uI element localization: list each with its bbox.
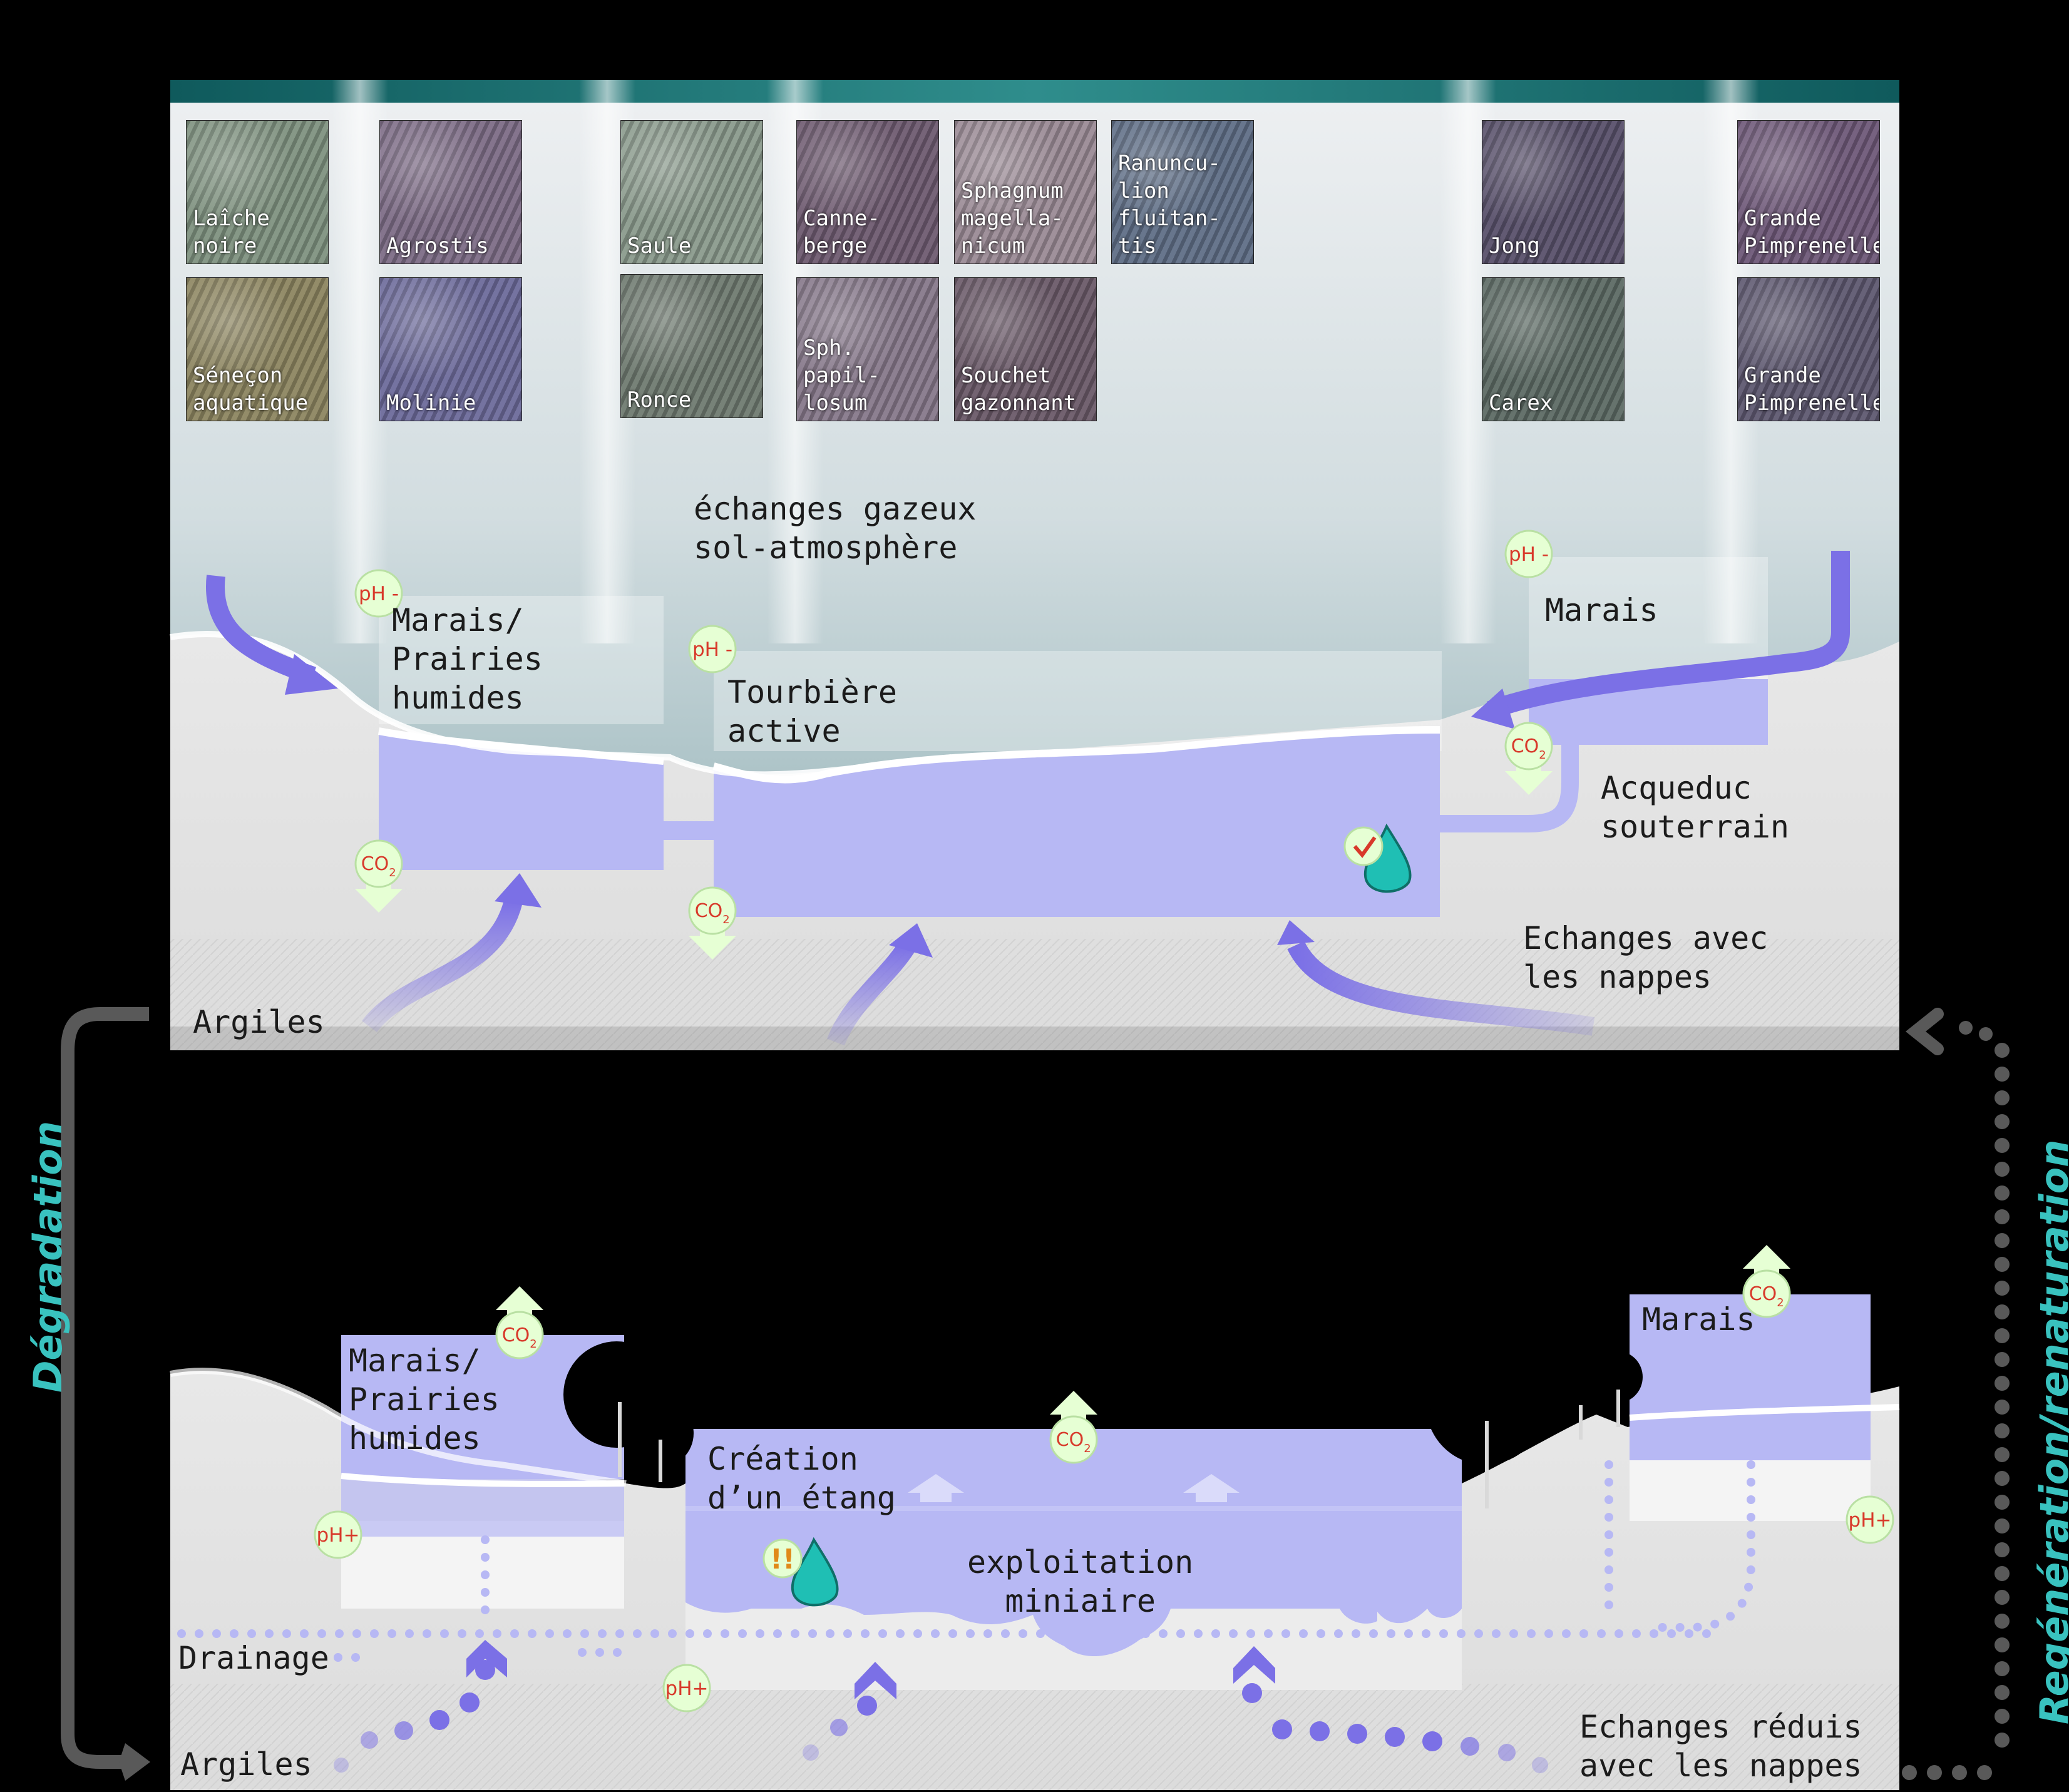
- gas-exchange-label: échanges gazeux sol-atmosphère: [694, 491, 977, 566]
- marsh-right-label-degraded: Marais: [1642, 1301, 1755, 1338]
- drainage-label: Drainage: [178, 1640, 329, 1676]
- healthy-water-icon: [1343, 823, 1412, 893]
- drainage-lines: [177, 1460, 1755, 1662]
- plant-name: Laîche noire: [193, 206, 270, 259]
- co2-text: CO: [361, 853, 389, 875]
- trees: [563, 1341, 1643, 1508]
- marsh-right-label: Marais: [1545, 592, 1658, 628]
- pond-mining-water: [685, 1429, 1462, 1657]
- plant-name: Ronce: [627, 387, 692, 412]
- plant-name: Grande Pimprenelle: [1744, 363, 1880, 416]
- clay-label: Argiles: [193, 1004, 325, 1040]
- ph-text: pH+: [317, 1524, 360, 1547]
- co2-subscript: 2: [1777, 1296, 1784, 1309]
- plant-photo: Carex: [1482, 277, 1625, 421]
- runoff-arrow-left: [206, 575, 316, 685]
- degradation-arrow: [61, 1007, 150, 1781]
- groundwater-label-degraded: Echanges réduis avec les nappes: [1579, 1709, 1862, 1784]
- ph-text: pH -: [359, 583, 399, 605]
- aqueduct-pipe: [1440, 745, 1579, 832]
- co2-text: CO: [1749, 1283, 1777, 1305]
- water-peat-bog: [714, 732, 1440, 917]
- clay-layer-degraded: [170, 1684, 1899, 1790]
- plant-photo: Laîche noire: [186, 120, 329, 264]
- co2-subscript: 2: [722, 913, 729, 926]
- ph-plus-marker: pH+: [1846, 1495, 1894, 1544]
- plant-photo: Grande Pimprenelle: [1737, 277, 1880, 421]
- evaporation-arrows: [908, 1474, 1240, 1502]
- plant-photo: Canne- berge: [796, 120, 939, 264]
- co2-text: CO: [1511, 735, 1539, 757]
- groundwater-label: Echanges avec les nappes: [1523, 920, 1769, 995]
- ph-text: pH+: [665, 1677, 709, 1700]
- plant-name: Sphagnum magella- nicum: [961, 178, 1064, 259]
- water-connector: [664, 821, 714, 840]
- plant-name: Saule: [627, 233, 692, 259]
- degradation-label: Dégradation: [25, 1120, 71, 1393]
- mining-label: exploitation miniaire: [967, 1544, 1194, 1619]
- plant-photo: Grande Pimprenelle: [1737, 120, 1880, 264]
- co2-subscript: 2: [389, 866, 396, 879]
- alert-mark: !!: [770, 1544, 795, 1575]
- plant-photo: Sph. papil- losum: [796, 277, 939, 421]
- ph-minus-marker: pH -: [688, 625, 737, 673]
- plant-photo: Agrostis: [379, 120, 522, 264]
- aqueduct-label: Acqueduc souterrain: [1601, 770, 1790, 845]
- runoff-arrow-right: [1486, 551, 1850, 720]
- plant-name: Grande Pimprenelle: [1744, 206, 1880, 259]
- plant-name: Canne- berge: [803, 206, 880, 259]
- co2-subscript: 2: [1084, 1442, 1091, 1455]
- plant-name: Molinie: [386, 391, 476, 416]
- co2-subscript: 2: [530, 1338, 537, 1351]
- regeneration-arrow: [1902, 1008, 2010, 1780]
- ph-text: pH+: [1849, 1509, 1892, 1532]
- plant-photo: Ronce: [620, 274, 763, 418]
- plant-name: Séneçon aquatique: [193, 363, 309, 416]
- top-bar: [170, 80, 1899, 103]
- marsh-left-label-degraded: Marais/ Prairies humides: [349, 1343, 500, 1457]
- co2-text: CO: [695, 900, 723, 922]
- alert-water-icon: !!: [762, 1537, 839, 1607]
- plant-name: Carex: [1489, 391, 1553, 416]
- degraded-wetland-panel: !!: [170, 1294, 1900, 1790]
- co2-subscript: 2: [1539, 749, 1546, 762]
- plant-photo: Jong: [1482, 120, 1625, 264]
- plant-name: Ranuncu- lion fluitan- tis: [1118, 151, 1221, 259]
- plant-name: Sph. papil- losum: [803, 335, 880, 416]
- co2-text: CO: [502, 1324, 530, 1346]
- plant-name: Agrostis: [386, 233, 489, 259]
- plant-name: Jong: [1489, 233, 1540, 259]
- clay-label-degraded: Argiles: [180, 1746, 312, 1783]
- pond-label: Création d’un étang: [707, 1441, 896, 1516]
- ph-plus-marker: pH+: [314, 1510, 362, 1559]
- upwelling-arrows: [362, 873, 1595, 1046]
- plant-photo: Molinie: [379, 277, 522, 421]
- plant-photo: Séneçon aquatique: [186, 277, 329, 421]
- co2-text: CO: [1056, 1429, 1084, 1451]
- plant-photo: Saule: [620, 120, 763, 264]
- plant-photo: Souchet gazonnant: [954, 277, 1097, 421]
- ph-minus-marker: pH -: [1504, 530, 1553, 578]
- marsh-left-label: Marais/ Prairies humides: [392, 602, 543, 716]
- water-marsh-left: [379, 734, 664, 870]
- peat-bog-label: Tourbière active: [727, 674, 897, 749]
- ph-minus-marker: pH -: [354, 569, 403, 618]
- regeneration-label: Regénération/renaturation: [2031, 1139, 2069, 1724]
- plant-photo: Ranuncu- lion fluitan- tis: [1111, 120, 1254, 264]
- ph-plus-marker: pH+: [662, 1664, 711, 1713]
- plant-name: Souchet gazonnant: [961, 363, 1077, 416]
- reduced-exchange-arrows: [334, 1640, 1548, 1773]
- ph-text: pH -: [692, 638, 732, 661]
- marsh-left-box: [379, 596, 664, 724]
- plant-photo: Sphagnum magella- nicum: [954, 120, 1097, 264]
- ph-text: pH -: [1509, 543, 1549, 566]
